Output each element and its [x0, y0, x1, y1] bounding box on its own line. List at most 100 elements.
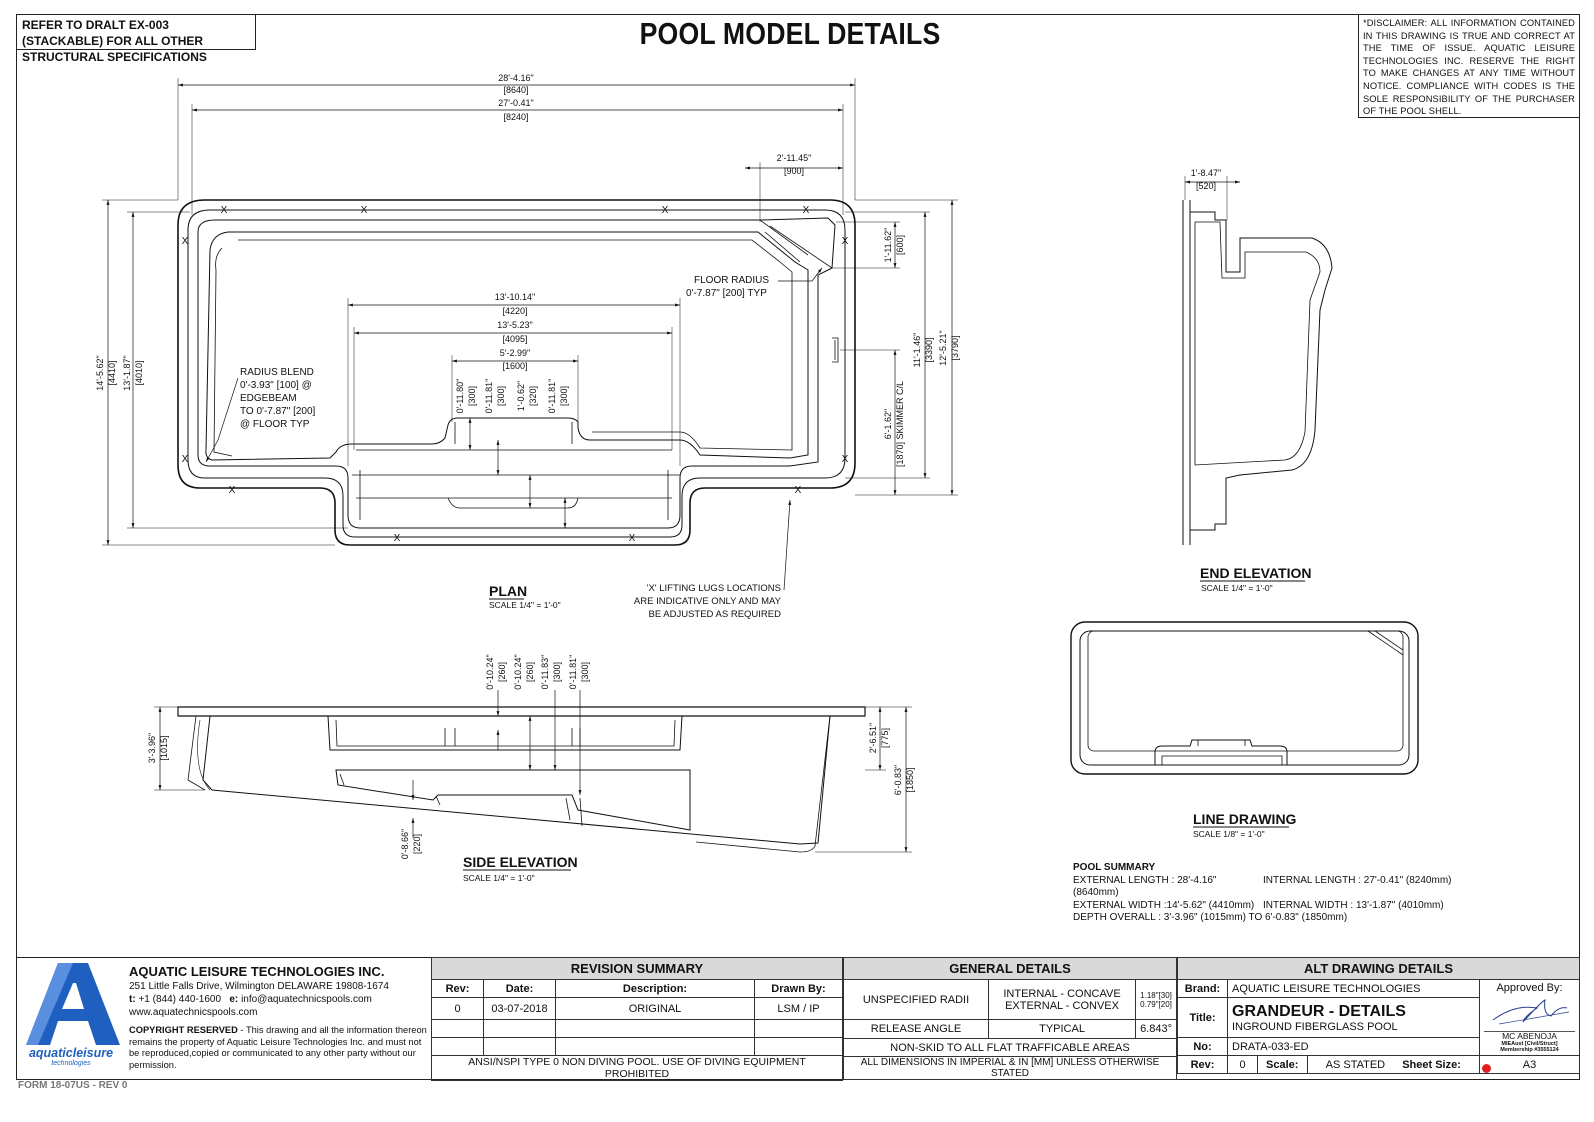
side-dim-step: 2'-6.51"	[868, 723, 878, 753]
lug-mark: X	[629, 533, 636, 544]
floor-radius-note: FLOOR RADIUS	[694, 275, 769, 286]
line-drawing-title: LINE DRAWING	[1193, 811, 1297, 827]
company-logo: aquaticleisure technologies	[26, 963, 120, 1067]
revision-description: ORIGINAL	[555, 997, 755, 1020]
end-dim-mm: [520]	[1196, 181, 1216, 191]
signature	[1492, 999, 1569, 1025]
dim-r1-mm: [600]	[895, 235, 905, 255]
radius-blend-line: RADIUS BLEND	[240, 367, 314, 378]
side-dim-floor-mm: [220]	[412, 834, 422, 854]
revision-date: 03-07-2018	[483, 997, 556, 1020]
structural-reference-note: REFER TO DRALT EX-003 (STACKABLE) FOR AL…	[16, 14, 256, 64]
radius-blend-line: EDGEBEAM	[240, 393, 297, 404]
scale-label: Scale:	[1257, 1055, 1308, 1074]
lifting-note-line: BE ADJUSTED AS REQUIRED	[648, 609, 781, 620]
dim-external-length: 28'-4.16"	[498, 73, 533, 83]
pool-summary-heading: POOL SUMMARY	[1073, 862, 1156, 873]
sheet-size-label: Sheet Size:	[1402, 1058, 1461, 1071]
dimensions-note: ALL DIMENSIONS IN IMPERIAL & IN [MM] UNL…	[843, 1056, 1177, 1080]
company-phone: +1 (844) 440-1600	[138, 994, 222, 1005]
company-address: 251 Little Falls Drive, Wilmington DELAW…	[129, 981, 389, 992]
revision-rev: 0	[431, 997, 484, 1020]
dim-external-length-mm: [8640]	[503, 85, 528, 95]
dim-v2: 0'-11.81"	[484, 379, 494, 414]
disclaimer: *DISCLAIMER: ALL INFORMATION CONTAINED I…	[1358, 14, 1580, 118]
dim-r2-mm: [3390]	[924, 337, 934, 362]
dim-r3: 12'-5.21"	[938, 330, 948, 365]
side-dim-floor: 0'-8.66"	[400, 829, 410, 859]
dim-r2: 11'-1.46"	[912, 333, 922, 368]
dim-skimmer: 6'-1.62"	[883, 409, 893, 439]
seal-icon	[1482, 1064, 1491, 1073]
dim-v1-mm: [300]	[467, 386, 477, 406]
drawing-title: GRANDEUR - DETAILS	[1232, 1002, 1406, 1020]
company-contact: t: +1 (844) 440-1600 e: info@aquatechnic…	[129, 993, 429, 1006]
pool-summary: POOL SUMMARY EXTERNAL LENGTH : 28'-4.16"…	[1073, 862, 1453, 925]
lug-mark: X	[795, 485, 802, 496]
plan-scale: SCALE 1/4" = 1'-0"	[489, 600, 561, 610]
lug-mark: X	[842, 454, 849, 465]
summary-depth: DEPTH OVERALL : 3'-3.96" (1015mm) TO 6'-…	[1073, 912, 1348, 923]
release-angle-label: RELEASE ANGLE	[843, 1019, 989, 1039]
dim-internal-length: 27'-0.41"	[498, 98, 533, 108]
radii-values: 1.18"[30] 0.79"[20]	[1135, 979, 1177, 1020]
plan-view	[102, 78, 958, 591]
page-title: POOL MODEL DETAILS	[639, 16, 941, 51]
scale-value: AS STATED Sheet Size:	[1306, 1055, 1481, 1074]
company-info: AQUATIC LEISURE TECHNOLOGIES INC. 251 Li…	[129, 963, 429, 1071]
rev-value: 0	[1227, 1055, 1258, 1074]
lug-mark: X	[842, 236, 849, 247]
logo-word: aquaticleisure	[29, 1046, 113, 1060]
dim-v4-mm: [300]	[559, 386, 569, 406]
summary-int-width: INTERNAL WIDTH : 13'-1.87" (4010mm)	[1263, 899, 1444, 911]
dim-v1: 0'-11.80"	[455, 379, 465, 414]
company-email[interactable]: info@aquatechnicspools.com	[241, 994, 372, 1005]
brand-label: Brand:	[1177, 979, 1228, 998]
company-web[interactable]: www.aquatechnicspools.com	[129, 1007, 258, 1018]
col-date: Date:	[483, 979, 556, 998]
lug-mark: X	[803, 205, 810, 216]
end-elevation-view	[1182, 176, 1333, 545]
col-rev: Rev:	[431, 979, 484, 998]
side-dim-d: 0'-11.81"	[568, 655, 578, 690]
lug-mark: X	[394, 533, 401, 544]
end-elevation-scale: SCALE 1/4" = 1'-0"	[1201, 583, 1273, 593]
revision-summary-table: REVISION SUMMARY Rev: Date: Description:…	[431, 957, 843, 1081]
col-drawn-by: Drawn By:	[754, 979, 843, 998]
copyright-heading: COPYRIGHT RESERVED	[129, 1025, 238, 1035]
lug-mark: X	[182, 236, 189, 247]
side-elevation-title: SIDE ELEVATION	[463, 854, 578, 870]
dim-external-width-mm: [4410]	[107, 360, 117, 385]
radii-internal: INTERNAL - CONCAVE	[1003, 987, 1121, 1000]
scale-value-text: AS STATED	[1325, 1058, 1386, 1071]
radius-blend-line: @ FLOOR TYP	[240, 419, 310, 430]
lug-mark: X	[182, 454, 189, 465]
side-dim-deep: 6'-0.83"	[893, 765, 903, 795]
drawing-number: DRATA-033-ED	[1227, 1037, 1480, 1056]
radius-blend-line: 0'-3.93" [100] @	[240, 380, 312, 391]
side-dim-shallow: 3'-3.96"	[147, 733, 157, 763]
lifting-note-line: ARE INDICATIVE ONLY AND MAY	[634, 596, 782, 607]
dim-v3: 1'-0.62"	[516, 381, 526, 411]
table-row	[431, 1037, 843, 1056]
side-dim-b-mm: [260]	[525, 662, 535, 682]
side-dim-a-mm: [260]	[497, 662, 507, 682]
dim-step-outer-mm: [4220]	[502, 306, 527, 316]
line-drawing-view	[1070, 621, 1419, 775]
logo-sub: technologies	[51, 1060, 91, 1067]
dim-external-width: 14'-5.62"	[95, 355, 105, 390]
radii-external: EXTERNAL - CONVEX	[1005, 999, 1119, 1012]
approver-credential: MIEAust [Civil/Struct]	[1501, 1041, 1558, 1047]
dim-r1: 1'-11.62"	[883, 228, 893, 263]
line-drawing-scale: SCALE 1/8" = 1'-0"	[1193, 829, 1265, 839]
release-angle-type: TYPICAL	[987, 1019, 1137, 1039]
side-dim-a: 0'-10.24"	[485, 654, 495, 689]
dim-corner: 2'-11.45"	[777, 153, 812, 163]
side-dim-d-mm: [300]	[580, 662, 590, 682]
lifting-note-line: 'X' LIFTING LUGS LOCATIONS	[647, 583, 781, 594]
email-label: e:	[229, 994, 239, 1005]
plan-title: PLAN	[489, 583, 527, 599]
summary-ext-length: EXTERNAL LENGTH : 28'-4.16" (8640mm)	[1073, 874, 1217, 899]
phone-label: t:	[129, 994, 136, 1005]
table-row	[431, 1019, 843, 1038]
